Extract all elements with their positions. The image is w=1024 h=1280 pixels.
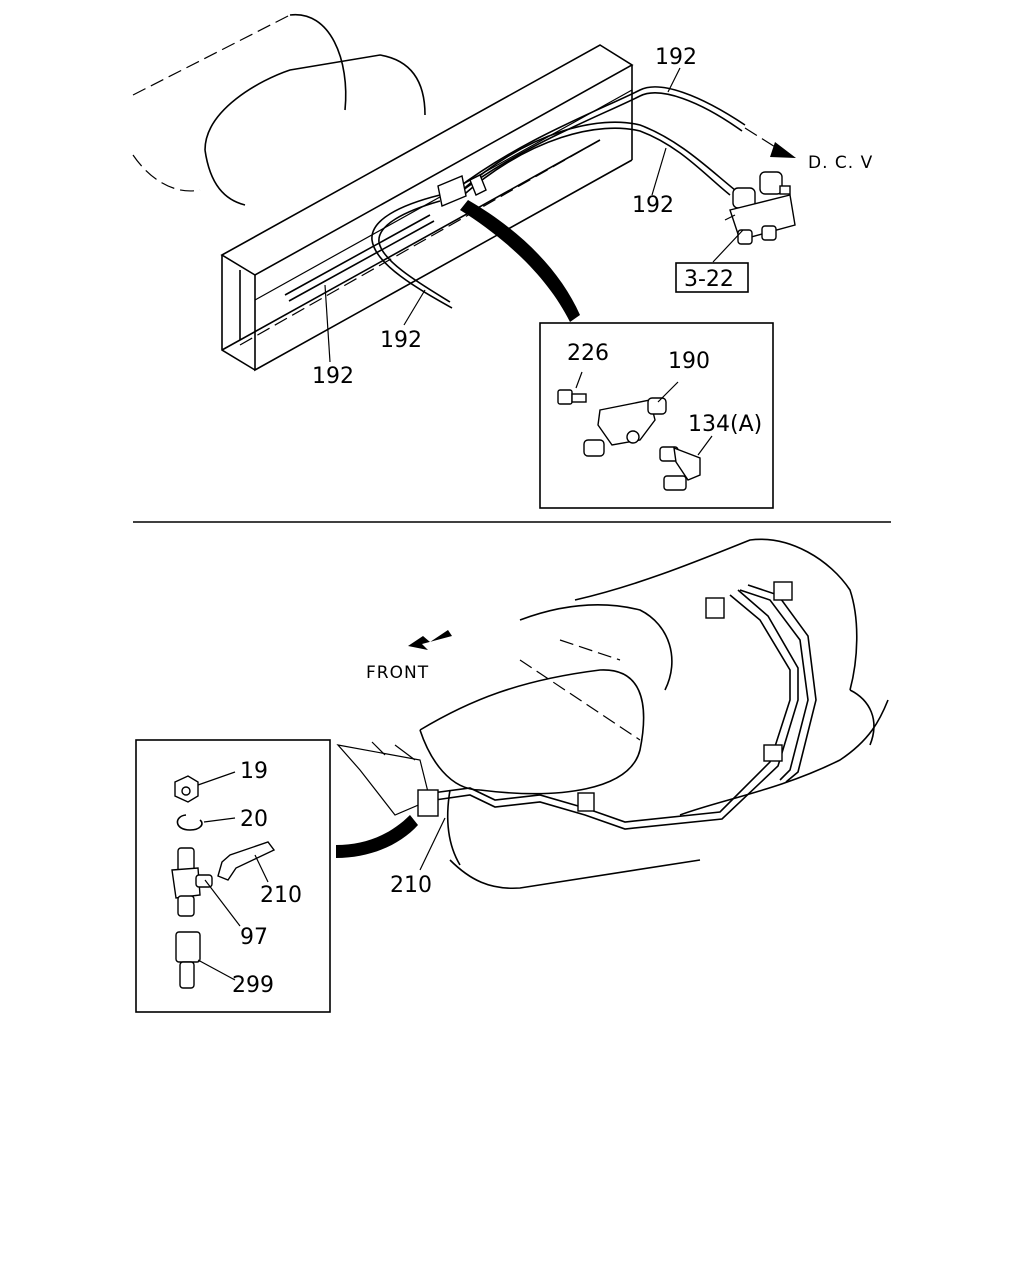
pipe-192 [284, 86, 746, 309]
callout-20: 20 [240, 807, 268, 832]
callout-192-mid: 192 [632, 193, 674, 218]
detail-pointer-bottom [336, 815, 418, 858]
clip-20 [176, 814, 236, 831]
tee-97 [171, 847, 241, 927]
dcv-valve [724, 171, 796, 245]
ref-box [675, 262, 749, 293]
callout-210-hose: 210 [260, 883, 302, 908]
leader-210 [419, 817, 446, 871]
callout-97: 97 [240, 925, 268, 950]
callout-192-top: 192 [655, 45, 697, 70]
nut-19 [174, 771, 236, 803]
elbow-134a [659, 435, 713, 491]
tank-body [336, 538, 889, 890]
detail-pointer [460, 200, 580, 322]
detail-box-top: 226 190 134(A) [539, 322, 774, 509]
callout-192-frame: 192 [312, 364, 354, 389]
connector-299 [175, 931, 236, 989]
callout-192-lower: 192 [380, 328, 422, 353]
front-label: FRONT [366, 663, 429, 683]
tee-190 [583, 381, 679, 457]
callout-210-pipe: 210 [390, 873, 432, 898]
detail-box-bottom: 19 20 210 97 299 [135, 739, 331, 1013]
top-assembly: 192 192 192 192 D. C. V 3-22 [132, 13, 873, 509]
callout-134a: 134(A) [688, 412, 762, 437]
top-leaders [324, 67, 744, 363]
callout-190: 190 [668, 349, 710, 374]
front-arrow-icon [408, 630, 452, 650]
callout-299: 299 [232, 973, 274, 998]
tank-outline [132, 13, 426, 206]
callout-226: 226 [567, 341, 609, 366]
dcv-label: D. C. V [808, 153, 873, 173]
hose-210 [217, 841, 276, 883]
pipe-210 [417, 581, 817, 830]
ref-box-label: 3-22 [684, 267, 734, 292]
bolt-226 [557, 371, 587, 405]
bottom-assembly: FRONT [135, 538, 889, 1013]
dcv-arrow [744, 127, 796, 158]
callout-19: 19 [240, 759, 268, 784]
